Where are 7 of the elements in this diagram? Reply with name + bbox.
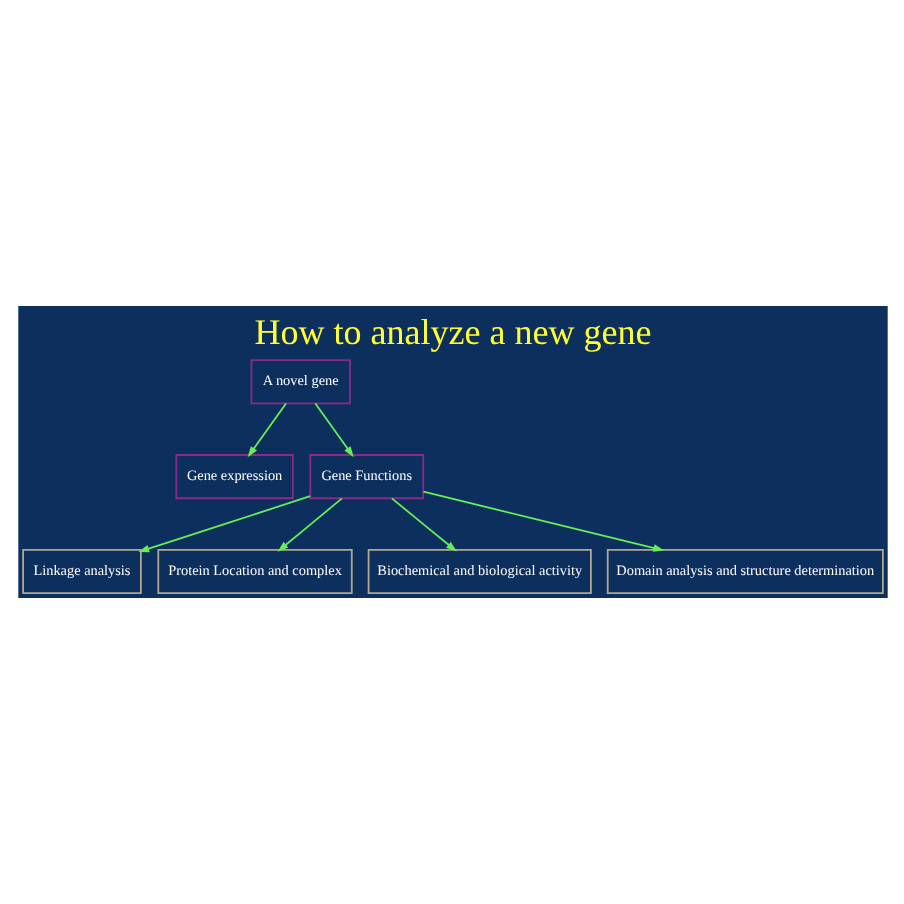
arrow [389,497,456,552]
arrow [313,402,353,458]
arrow [137,495,311,553]
arrow [276,497,342,552]
diagram-title: How to analyze a new gene [253,312,651,353]
arrow [246,402,286,458]
arrow [421,490,664,552]
